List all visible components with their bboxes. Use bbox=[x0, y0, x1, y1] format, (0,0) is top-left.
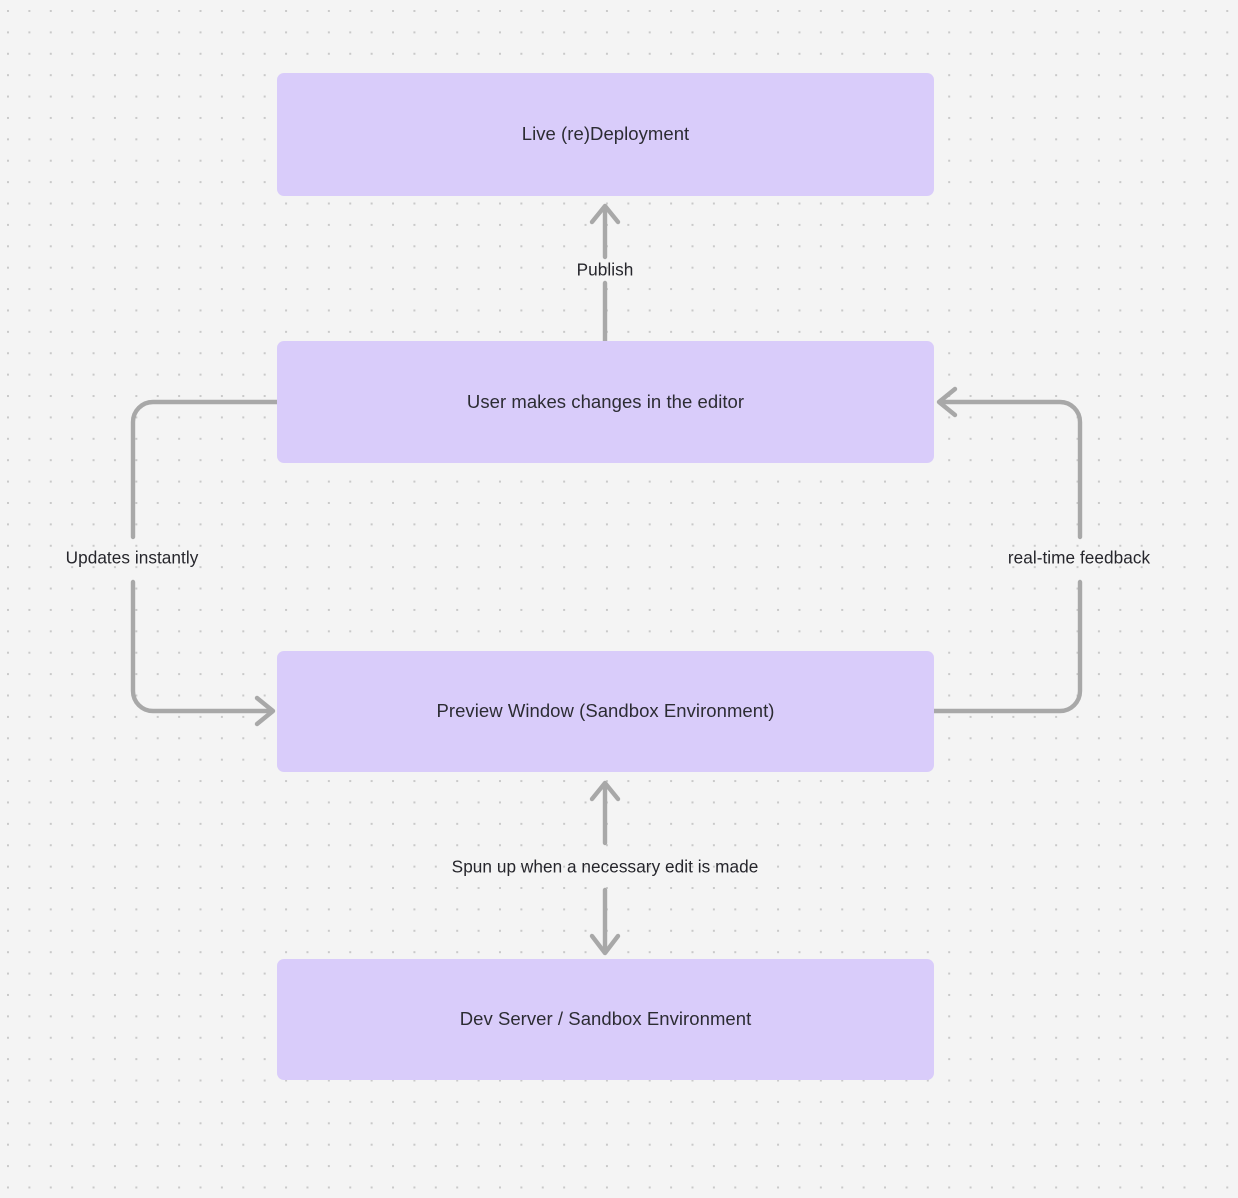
node-label: Preview Window (Sandbox Environment) bbox=[436, 700, 775, 722]
node-label: User makes changes in the editor bbox=[466, 390, 745, 412]
node-live-redeployment[interactable]: Live (re)Deployment bbox=[277, 73, 934, 196]
node-preview-window-sandbox-environment[interactable]: Preview Window (Sandbox Environment) bbox=[277, 651, 934, 772]
edge-label-updates-instantly: Updates instantly bbox=[65, 547, 199, 568]
edge-label-real-time-feedback: real-time feedback bbox=[1007, 547, 1151, 568]
node-user-makes-changes-in-the-editor[interactable]: User makes changes in the editor bbox=[277, 341, 934, 463]
edge-label-spun-up-when-a-necessary-edit-is-made: Spun up when a necessary edit is made bbox=[451, 856, 759, 877]
edge-label-publish: Publish bbox=[576, 259, 634, 280]
node-label: Live (re)Deployment bbox=[521, 123, 690, 145]
node-label: Dev Server / Sandbox Environment bbox=[459, 1008, 752, 1030]
node-dev-server-sandbox-environment[interactable]: Dev Server / Sandbox Environment bbox=[277, 959, 934, 1080]
